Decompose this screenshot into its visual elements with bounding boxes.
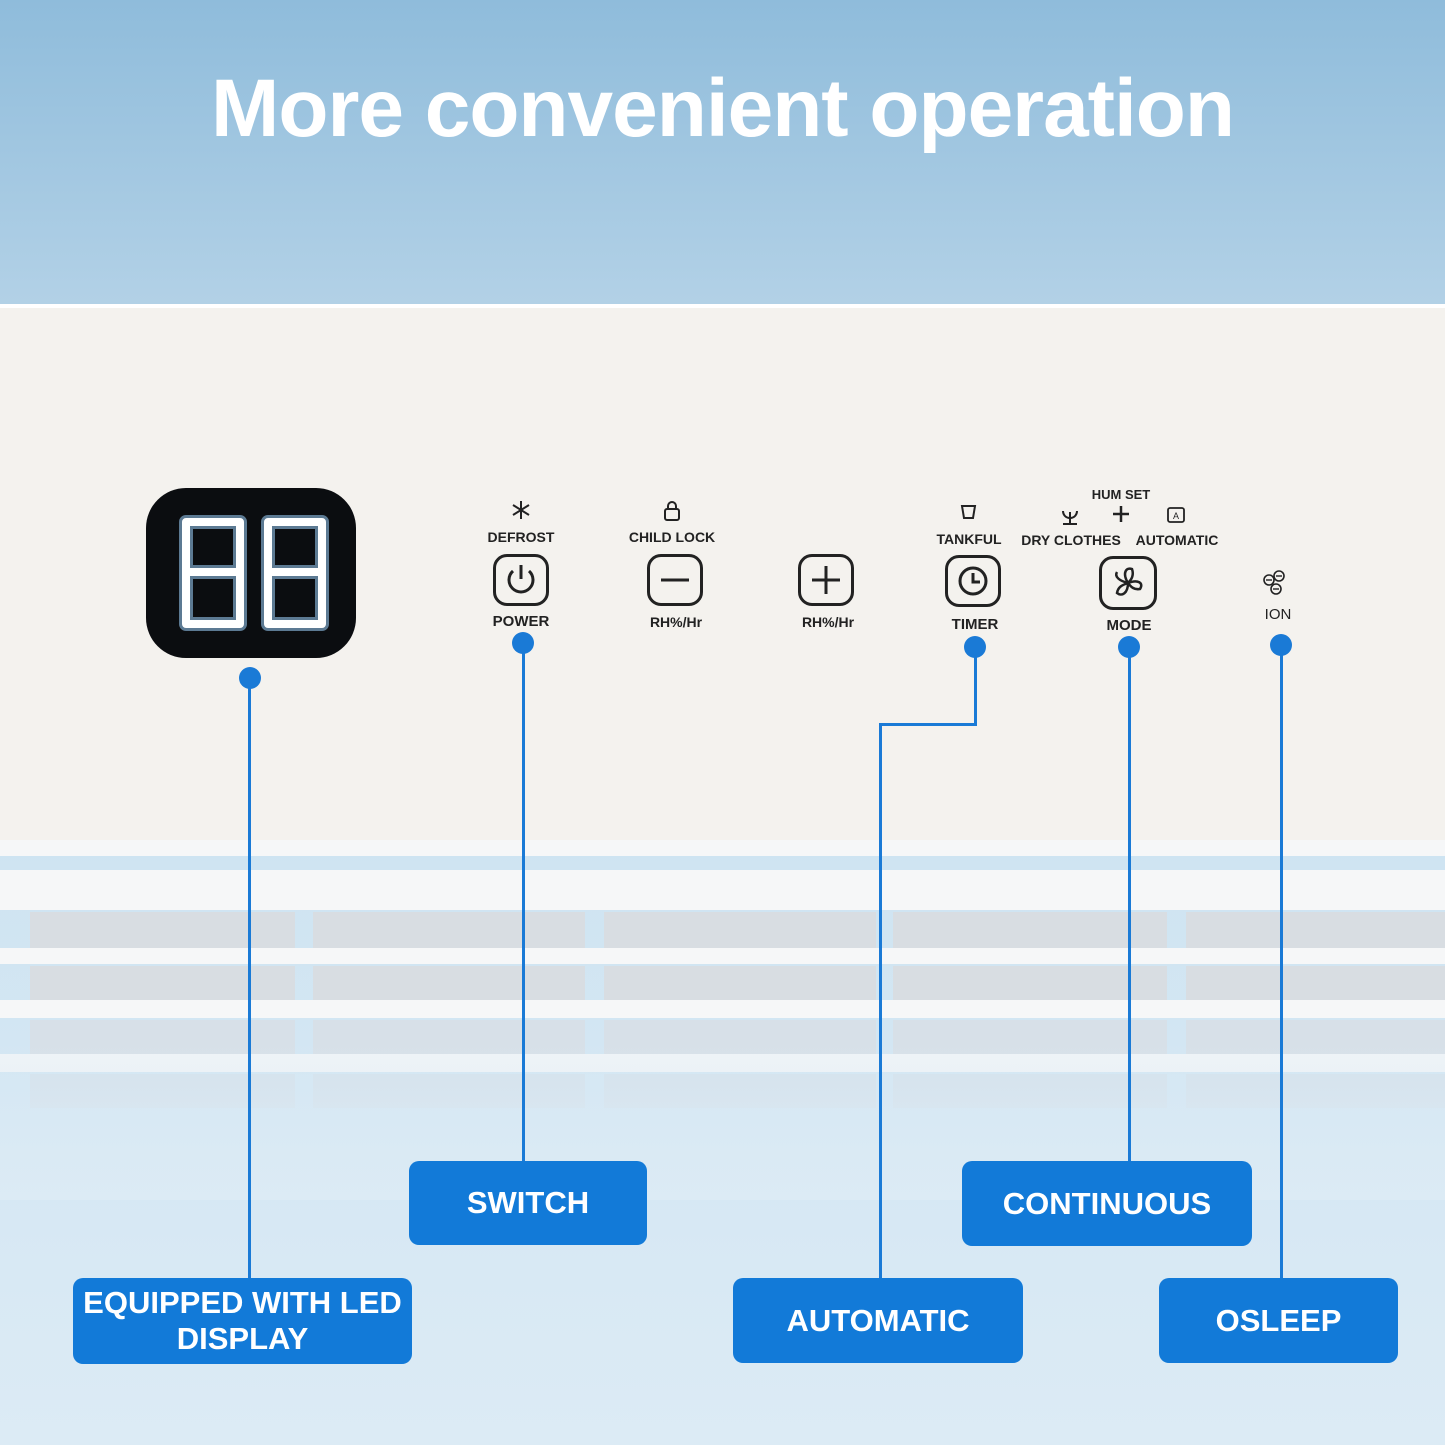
led-dot: [239, 667, 261, 689]
automatic-callout: AUTOMATIC: [733, 1278, 1023, 1363]
plant-icon: [1060, 506, 1080, 531]
auto-icon: A: [1166, 506, 1186, 529]
ion-icon: [1261, 569, 1287, 604]
svg-text:A: A: [1173, 511, 1179, 521]
timer-label: TIMER: [951, 616, 999, 633]
continuous-connector: [1128, 647, 1131, 1161]
page-title: More convenient operation: [211, 63, 1235, 154]
plus-button[interactable]: [798, 554, 854, 606]
power-label: POWER: [492, 613, 550, 630]
lock-icon: [662, 500, 682, 527]
led-digits: [179, 515, 329, 631]
led-display: 88: [146, 488, 356, 658]
mode-button[interactable]: [1099, 556, 1157, 610]
small-fan-icon: [1111, 504, 1131, 529]
tank-icon: [959, 503, 979, 526]
switch-dot: [512, 632, 534, 654]
tankful-label: TANKFUL: [936, 531, 1002, 547]
dry-clothes-label: DRY CLOTHES: [1021, 532, 1121, 548]
fan-icon: [1115, 567, 1143, 596]
osleep-connector: [1280, 645, 1283, 1279]
clock-icon: [958, 566, 988, 596]
automatic-connector-horizontal: [879, 723, 977, 726]
continuous-dot: [1118, 636, 1140, 658]
minus-rh-label: RH%/Hr: [649, 614, 703, 630]
power-icon: [507, 565, 535, 594]
hum-set-label: HUM SET: [1091, 487, 1151, 502]
switch-connector: [522, 643, 525, 1161]
timer-button[interactable]: [945, 555, 1001, 607]
automatic-connector-bottom: [879, 723, 882, 1279]
child-lock-label: CHILD LOCK: [628, 529, 716, 545]
automatic-dot: [964, 636, 986, 658]
osleep-callout: OSLEEP: [1159, 1278, 1398, 1363]
power-button[interactable]: [493, 554, 549, 606]
snowflake-icon: [511, 500, 531, 525]
continuous-callout: CONTINUOUS: [962, 1161, 1252, 1246]
plus-rh-label: RH%/Hr: [801, 614, 855, 630]
plus-icon: [812, 566, 840, 594]
minus-icon: [661, 578, 689, 582]
osleep-dot: [1270, 634, 1292, 656]
mode-label: MODE: [1106, 617, 1152, 634]
automatic-mode-label: AUTOMATIC: [1135, 532, 1219, 548]
ion-label: ION: [1264, 606, 1292, 623]
automatic-connector-top: [974, 647, 977, 725]
switch-callout: SWITCH: [409, 1161, 647, 1245]
led-connector: [248, 678, 251, 1278]
minus-button[interactable]: [647, 554, 703, 606]
defrost-label: DEFROST: [487, 529, 555, 545]
led-display-callout: EQUIPPED WITH LED DISPLAY: [73, 1278, 412, 1364]
